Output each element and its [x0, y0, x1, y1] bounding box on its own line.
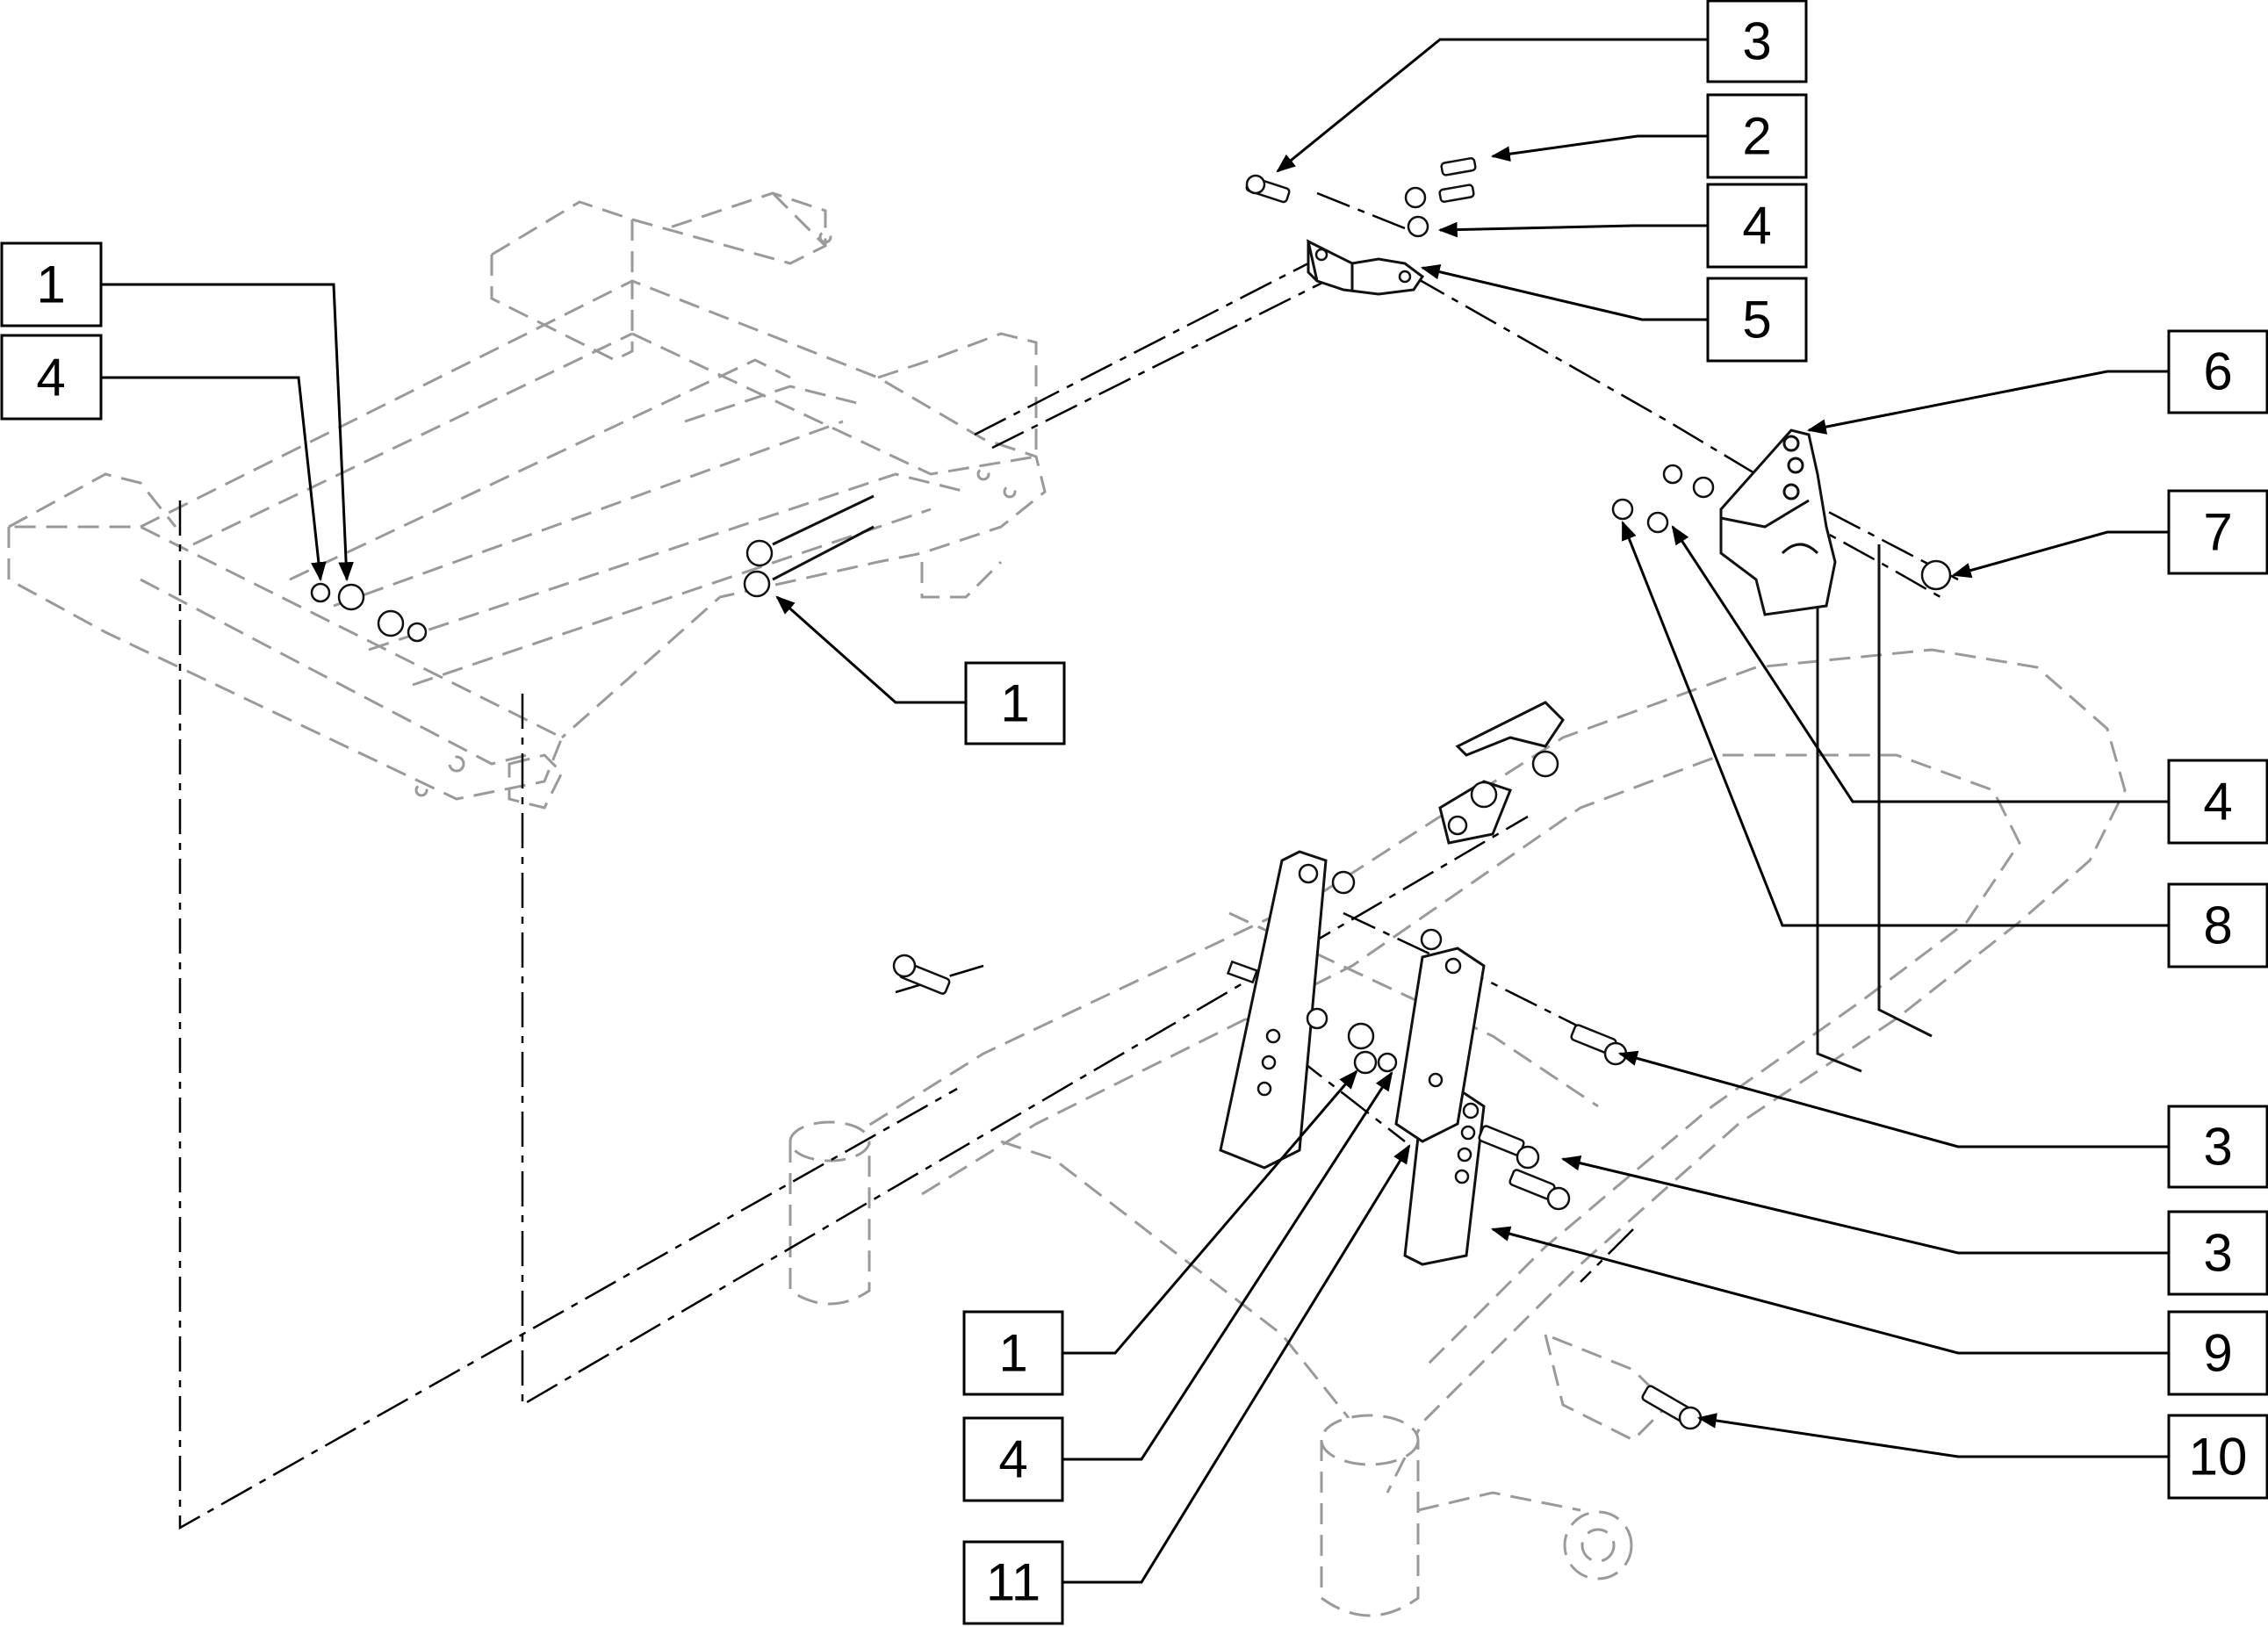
hinge-bracket-5	[1306, 239, 1425, 296]
callout-label: 7	[2203, 503, 2232, 562]
callout-4-left: 4	[0, 334, 103, 421]
right-support-assembly	[1719, 428, 1933, 1073]
callout-label: 1	[36, 256, 65, 314]
callout-1-left: 1	[0, 241, 103, 328]
callout-label: 1	[1000, 674, 1029, 733]
callout-label: 8	[2203, 896, 2232, 955]
callout-4-right: 4	[2167, 759, 2268, 845]
callout-label: 4	[1742, 197, 1771, 256]
hardware	[310, 157, 1952, 1430]
callout-1-mid: 1	[964, 661, 1066, 745]
callout-5-top: 5	[1706, 277, 1808, 363]
center-link-arms	[1219, 850, 1486, 1266]
callout-7-right: 7	[2167, 489, 2268, 575]
callout-11-bottom: 11	[962, 1540, 1064, 1625]
callout-3-right-b: 3	[2167, 1210, 2268, 1296]
callout-label: 10	[2189, 1428, 2248, 1487]
callout-label: 2	[1742, 107, 1771, 166]
callout-6-right: 6	[2167, 329, 2268, 414]
callout-10-right: 10	[2167, 1414, 2268, 1500]
callout-2-top: 2	[1706, 93, 1808, 179]
alignment-lines	[178, 191, 1959, 1530]
callout-label: 6	[2203, 342, 2232, 401]
callout-label: 9	[2203, 1324, 2232, 1383]
callout-3-right-a: 3	[2167, 1105, 2268, 1189]
callout-8-right: 8	[2167, 882, 2268, 968]
callout-label: 3	[2203, 1118, 2232, 1177]
upper-hinge-assembly	[1438, 701, 1565, 845]
leader-lines	[101, 38, 2169, 1584]
seat-frame-ghost	[7, 191, 1047, 810]
callout-4-top: 4	[1706, 183, 1808, 269]
callout-label: 4	[2203, 773, 2232, 831]
callout-label: 1	[998, 1324, 1027, 1383]
callout-label: 4	[36, 349, 65, 407]
callout-label: 11	[986, 1553, 1040, 1612]
callout-3-top: 3	[1706, 0, 1808, 83]
callout-label: 3	[1742, 12, 1771, 71]
callout-label: 5	[1742, 291, 1771, 349]
callout-4-bottom: 4	[962, 1416, 1064, 1502]
callout-label: 4	[998, 1430, 1027, 1489]
base-frame-ghost	[788, 648, 2127, 1617]
callout-9-right: 9	[2167, 1310, 2268, 1396]
side-bracket	[1719, 428, 1837, 616]
callout-1-bottom: 1	[962, 1310, 1064, 1396]
callout-label: 3	[2203, 1224, 2232, 1283]
